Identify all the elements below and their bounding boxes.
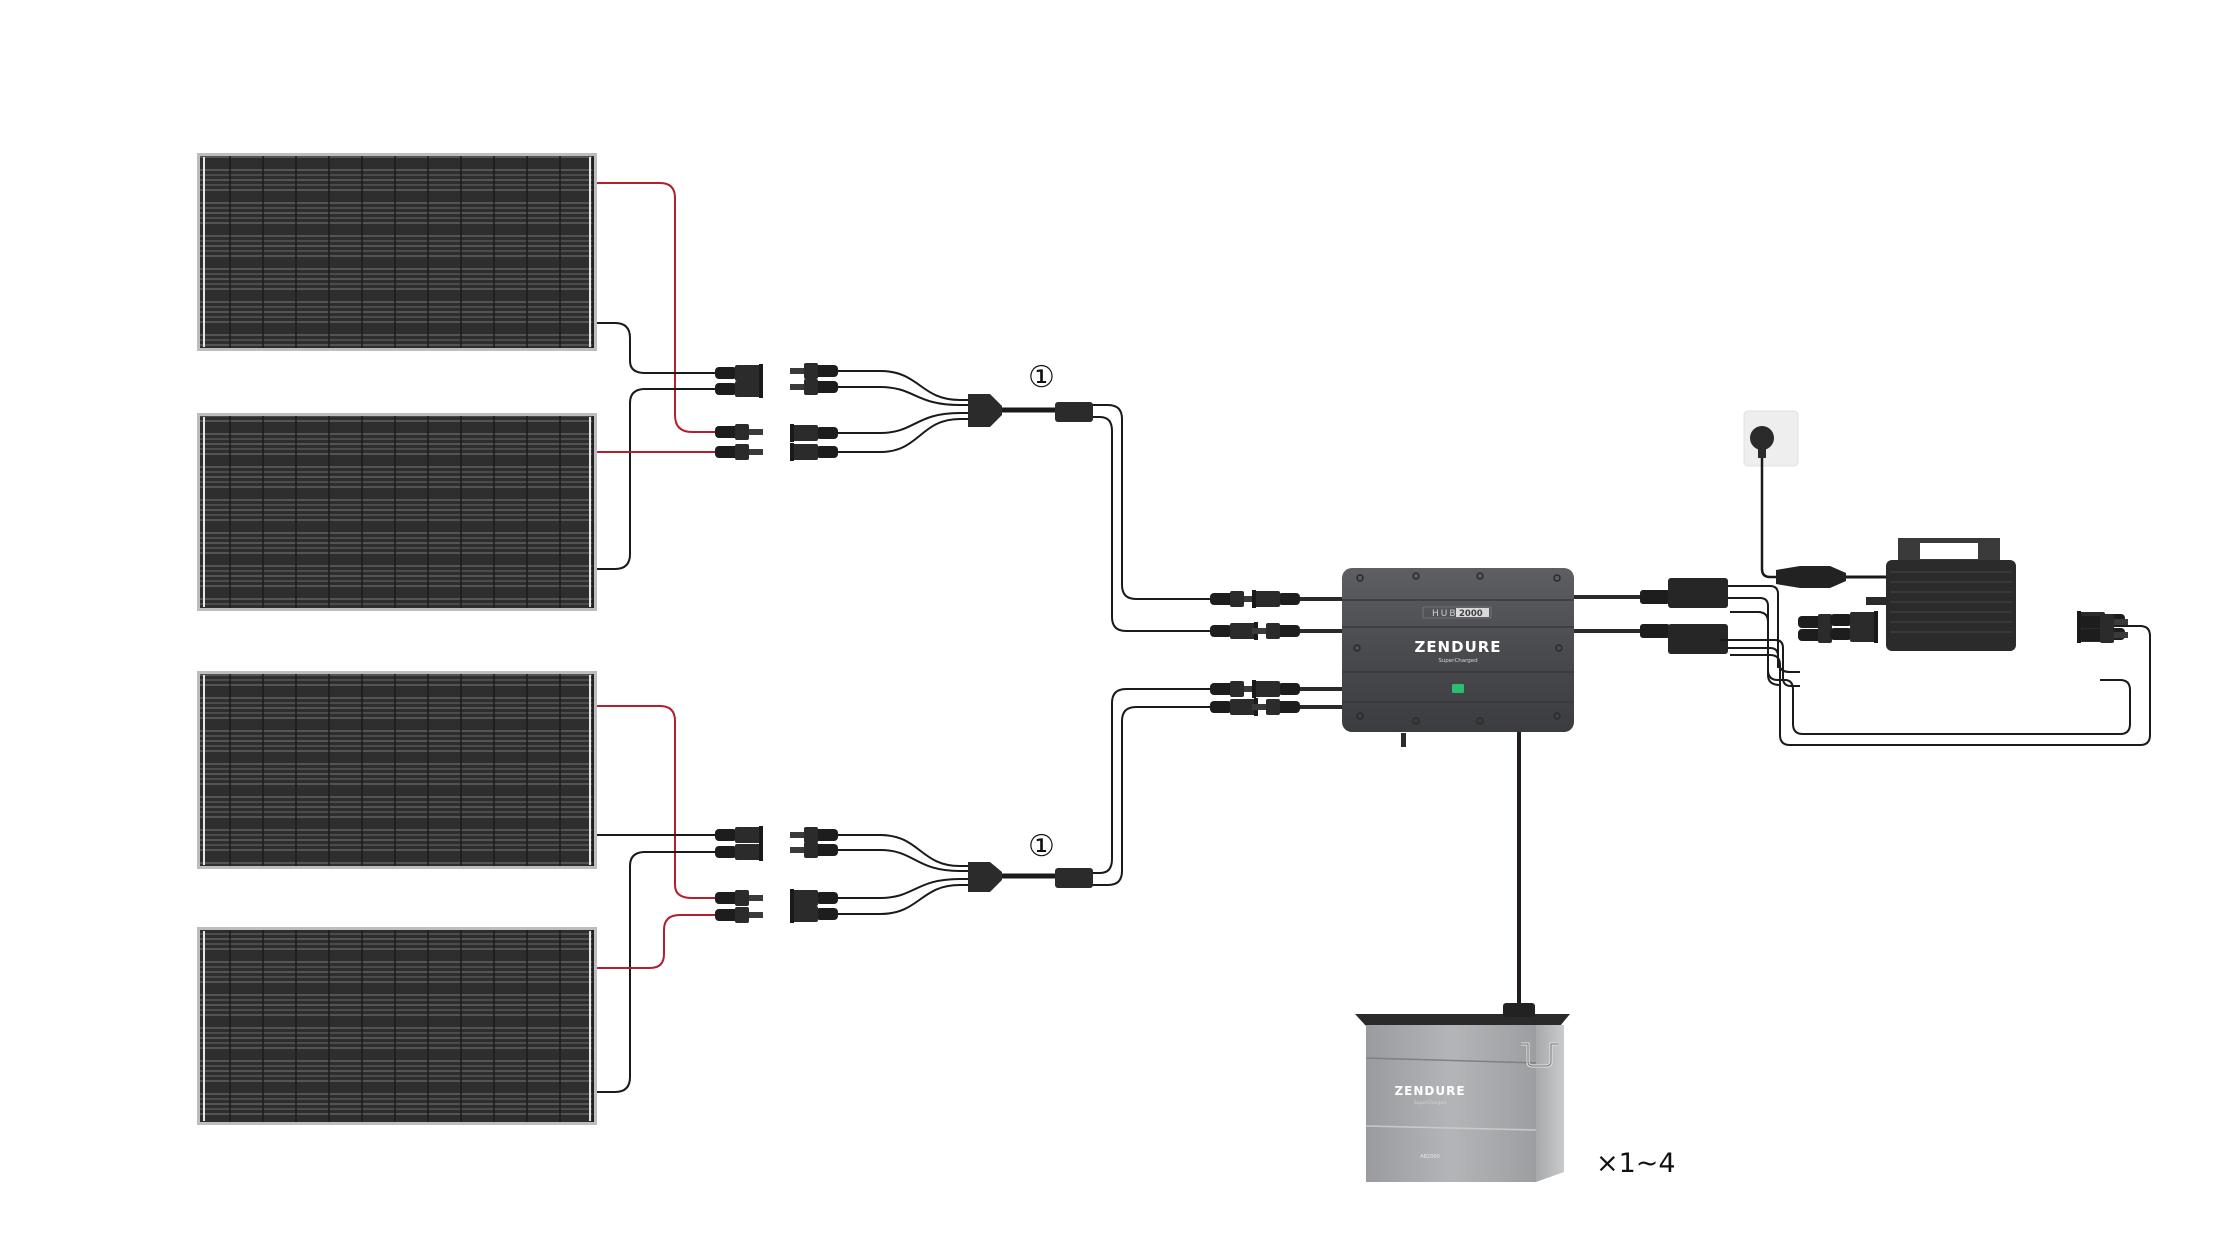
branch-cable-2 xyxy=(838,688,1210,915)
hub-output-y-splitters xyxy=(1640,578,1728,654)
hub-input-connectors xyxy=(1210,590,1300,716)
mc4-connectors-group-1 xyxy=(715,363,838,461)
wall-socket xyxy=(1743,410,1799,467)
ac-connector xyxy=(1776,566,1890,588)
battery-tagline: SuperCharged xyxy=(1414,1100,1446,1106)
hub-model-prefix: HUB xyxy=(1432,609,1458,619)
wire-positive-panel-3 xyxy=(597,705,715,899)
solar-panel-2 xyxy=(197,413,597,611)
inverter-loop-wires xyxy=(1730,611,2151,746)
panel-wires-group-1 xyxy=(597,182,715,570)
branch-marker-1: ① xyxy=(1028,360,1055,395)
hub-brand: ZENDURE xyxy=(1414,638,1501,656)
hub-2000: HUB 2000 ZENDURE SuperCharged xyxy=(1342,568,1574,747)
panel-wires-group-2 xyxy=(597,705,715,1093)
solar-panel-3 xyxy=(197,671,597,869)
battery: ZENDURE SuperCharged AB2000 xyxy=(1355,1003,1570,1182)
branch-splitter-2 xyxy=(968,862,1093,892)
wire-positive-panel-4 xyxy=(597,914,715,969)
microinverter xyxy=(1866,538,2016,651)
battery-quantity: ×1~4 xyxy=(1596,1148,1676,1179)
solar-panel-1 xyxy=(197,153,597,351)
status-led xyxy=(1452,684,1464,693)
battery-model: AB2000 xyxy=(1420,1154,1440,1160)
hub-input-cables xyxy=(1300,597,1350,709)
wire-negative-panel-2 xyxy=(597,388,715,570)
hub-model-number: 2000 xyxy=(1459,609,1483,619)
hub-tagline: SuperCharged xyxy=(1438,658,1477,664)
battery-brand: ZENDURE xyxy=(1394,1084,1465,1098)
wire-positive-panel-1 xyxy=(597,182,715,433)
wire-negative-panel-1 xyxy=(597,322,715,374)
plug-icon xyxy=(1750,426,1774,450)
ac-cable xyxy=(1760,458,1780,579)
hub-output-cables xyxy=(1570,595,1640,633)
wire-negative-panel-4 xyxy=(597,851,715,1093)
solar-panel-4 xyxy=(197,927,597,1125)
branch-marker-2: ① xyxy=(1028,829,1055,864)
inverter-input-wires xyxy=(1720,585,1800,687)
branch-splitter-1 xyxy=(968,394,1093,427)
mc4-connectors-group-2 xyxy=(715,826,838,923)
branch-cable-1 xyxy=(838,370,1210,632)
